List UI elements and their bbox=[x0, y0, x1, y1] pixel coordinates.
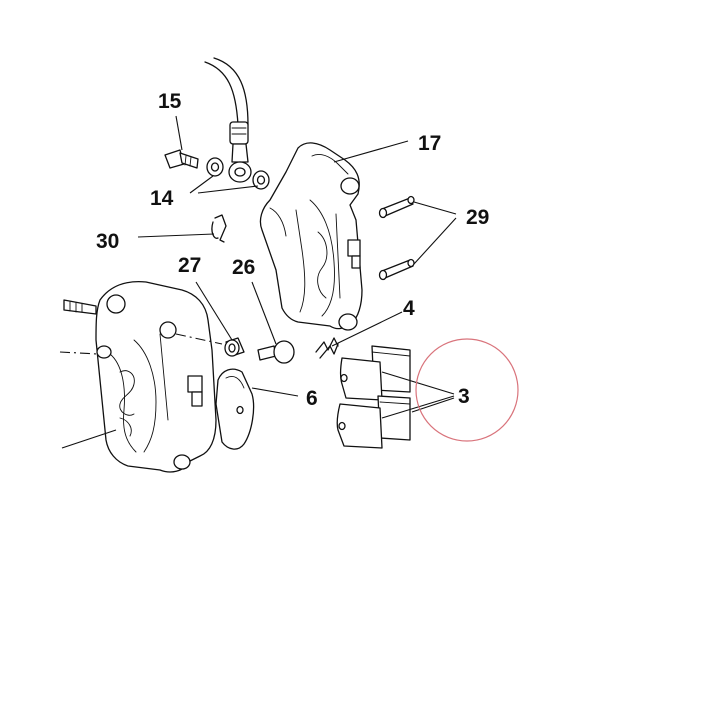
label-29: 29 bbox=[466, 206, 489, 229]
banjo-bolt bbox=[164, 149, 199, 169]
pad-spring bbox=[315, 337, 339, 359]
label-27: 27 bbox=[178, 254, 201, 277]
caliper-body-brembo bbox=[95, 280, 217, 473]
bleed-cap bbox=[257, 340, 295, 364]
label-26: 26 bbox=[232, 256, 255, 279]
clip bbox=[211, 214, 227, 243]
caliper-half bbox=[259, 142, 363, 331]
label-15: 15 bbox=[158, 90, 182, 113]
label-6: 6 bbox=[306, 387, 318, 410]
anti-squeal-plate bbox=[215, 368, 255, 450]
leader-lines bbox=[137, 115, 457, 419]
pad-pins bbox=[378, 195, 415, 281]
brake-hose bbox=[204, 57, 252, 183]
caliper-front-bolt bbox=[63, 299, 97, 315]
label-14: 14 bbox=[150, 187, 174, 210]
highlight-circle bbox=[415, 338, 519, 442]
axis-lines bbox=[59, 333, 223, 449]
label-3: 3 bbox=[458, 385, 470, 408]
bleed-valve bbox=[224, 337, 245, 357]
brake-pads bbox=[336, 345, 411, 449]
sealing-washers bbox=[206, 157, 270, 190]
label-4: 4 bbox=[403, 297, 415, 320]
label-30: 30 bbox=[96, 230, 119, 253]
label-17: 17 bbox=[418, 132, 441, 155]
